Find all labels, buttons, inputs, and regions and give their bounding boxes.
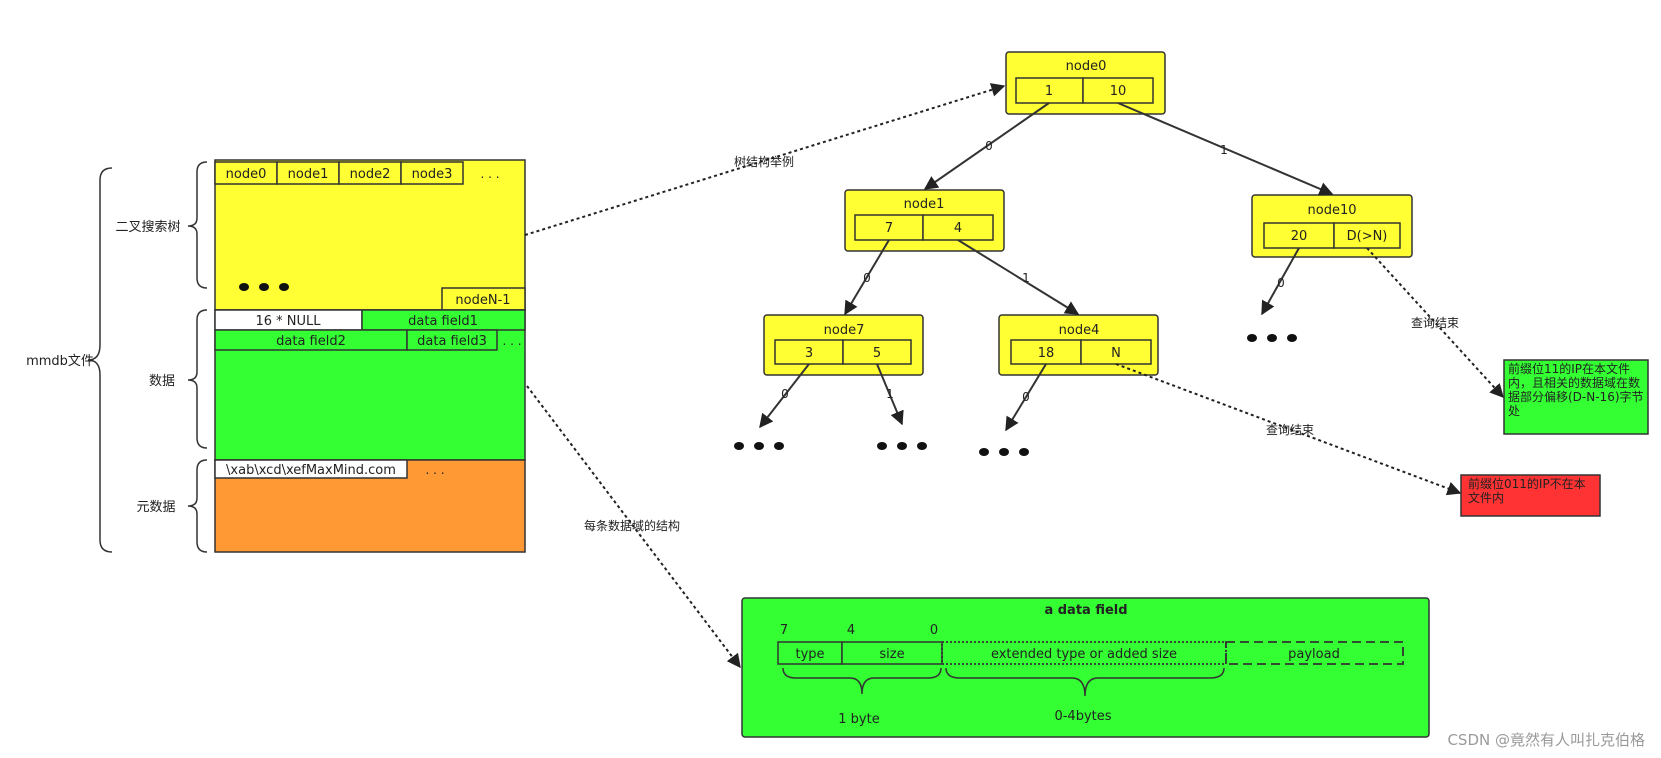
file-label: mmdb文件 <box>26 354 94 369</box>
node-left-value: 18 <box>1038 346 1055 361</box>
edge-label: 0 <box>1277 276 1285 290</box>
node-title: node1 <box>904 197 945 212</box>
result-not-found-box: 前缀位011的IP不在本文件内 <box>1460 474 1601 517</box>
tree-example-label: 树结构举例 <box>734 154 794 169</box>
tree-section-label: 二叉搜索树 <box>115 220 180 235</box>
tree-node-node7: node7 3 5 <box>763 314 924 376</box>
data-more: . . . <box>502 334 521 348</box>
bit-label: 0 <box>930 623 938 638</box>
edge-label: 1 <box>1022 271 1030 285</box>
query-end-label-found: 查询结束 <box>1411 316 1459 330</box>
meta-section-label: 元数据 <box>136 500 175 515</box>
extended-label: extended type or added size <box>991 647 1177 662</box>
result-found-text: 前缀位11的IP在本文件内，且相关的数据域在数据部分偏移(D-N-16)字节处 <box>1508 362 1644 418</box>
node-left-value: 20 <box>1291 229 1308 244</box>
meta-marker-label: \xab\xcd\xefMaxMind.com <box>226 463 396 478</box>
field-structure-connector <box>526 385 741 669</box>
node-left-value: 7 <box>885 221 893 236</box>
bit-label: 7 <box>780 623 788 638</box>
tree-edges: 0 1 0 1 0 0 1 0 <box>759 102 1334 432</box>
data-section-label: 数据 <box>149 374 175 389</box>
query-end-connector-found <box>1366 247 1504 399</box>
size-label: size <box>879 647 904 662</box>
node-left-value: 3 <box>805 346 813 361</box>
edge-node1-node4 <box>957 239 1080 315</box>
extended-cell <box>941 641 1227 665</box>
query-end-label-not-found: 查询结束 <box>1266 423 1314 437</box>
bit-label: 4 <box>847 623 855 638</box>
data-null-label: 16 * NULL <box>255 314 321 329</box>
result-found-box: 前缀位11的IP在本文件内，且相关的数据域在数据部分偏移(D-N-16)字节处 <box>1503 359 1649 435</box>
tree-ellipsis-dots <box>239 283 289 291</box>
type-label: type <box>795 647 824 662</box>
edge-node10-more <box>1261 247 1300 316</box>
bytes04-brace <box>945 667 1225 697</box>
edge-label: 0 <box>1022 390 1030 404</box>
tree-node-node10: node10 20 D(>N) <box>1251 194 1413 258</box>
data-section-brace <box>187 309 208 449</box>
node-title: node0 <box>1066 59 1107 74</box>
node-title: node10 <box>1308 203 1357 218</box>
tree-node-node1: node1 7 4 <box>844 189 1005 252</box>
tree-continuation-dots <box>734 334 1297 456</box>
edge-label: 1 <box>886 387 894 401</box>
data-field3-cell <box>406 329 498 351</box>
file-brace <box>87 167 113 553</box>
tree-node-cell-label: node1 <box>288 167 329 182</box>
data-field2-label: data field2 <box>276 334 346 349</box>
data-field3-label: data field3 <box>417 334 487 349</box>
mmdb-file: mmdb文件 二叉搜索树 数据 元数据 node0 node1 node2 no… <box>26 159 526 553</box>
data-field-title: a data field <box>1044 603 1127 618</box>
payload-label: payload <box>1288 647 1340 662</box>
tree-node-row: node0 node1 node2 node3 . . . <box>214 161 500 185</box>
meta-more: . . . <box>425 463 444 477</box>
node-right-value: 4 <box>954 221 962 236</box>
byte1-brace <box>782 667 942 695</box>
edge-label: 0 <box>781 387 789 401</box>
edge-label: 1 <box>1220 143 1228 157</box>
payload-cell <box>1225 641 1404 665</box>
tree-node-cell <box>400 161 464 185</box>
edge-node0-node10 <box>1117 102 1334 196</box>
tree-node-cell-label: node0 <box>226 167 267 182</box>
byte1-label: 1 byte <box>838 712 879 727</box>
node-right-value: 10 <box>1110 84 1127 99</box>
bytes04-label: 0-4bytes <box>1054 709 1111 724</box>
data-field1-label: data field1 <box>408 314 478 329</box>
tree-last-node-label: nodeN-1 <box>455 293 510 308</box>
tree-node-cell-label: node3 <box>412 167 453 182</box>
edge-node7-left <box>759 363 810 429</box>
watermark: CSDN @竟然有人叫扎克伯格 <box>1447 731 1645 749</box>
node-title: node7 <box>824 323 865 338</box>
edge-node0-node1 <box>923 102 1050 190</box>
field-structure-label: 每条数据域的结构 <box>584 518 680 533</box>
edge-node4-left <box>1005 363 1047 432</box>
meta-section-brace <box>187 459 208 553</box>
edge-node7-right <box>876 363 904 426</box>
tree-section-brace <box>187 161 208 289</box>
edge-label: 0 <box>863 271 871 285</box>
edge-label: 0 <box>985 139 993 153</box>
tree-node-cell-label: node2 <box>350 167 391 182</box>
edge-node1-node7 <box>844 239 890 316</box>
node-right-value: D(>N) <box>1347 229 1388 244</box>
node-right-value: N <box>1111 346 1121 361</box>
node-right-value: 5 <box>873 346 881 361</box>
tree-node-node0: node0 1 10 <box>1005 51 1166 115</box>
node-title: node4 <box>1059 323 1100 338</box>
node-left-value: 1 <box>1045 84 1053 99</box>
tree-node-more: . . . <box>480 167 499 181</box>
query-end-connector-not-found <box>1115 363 1462 496</box>
meta-marker-cell <box>214 459 408 479</box>
data-field-structure: a data field 7 4 0 type size extended ty… <box>741 597 1430 738</box>
tree-node-node4: node4 18 N <box>998 314 1159 376</box>
result-not-found-text: 前缀位011的IP不在本文件内 <box>1468 477 1586 505</box>
